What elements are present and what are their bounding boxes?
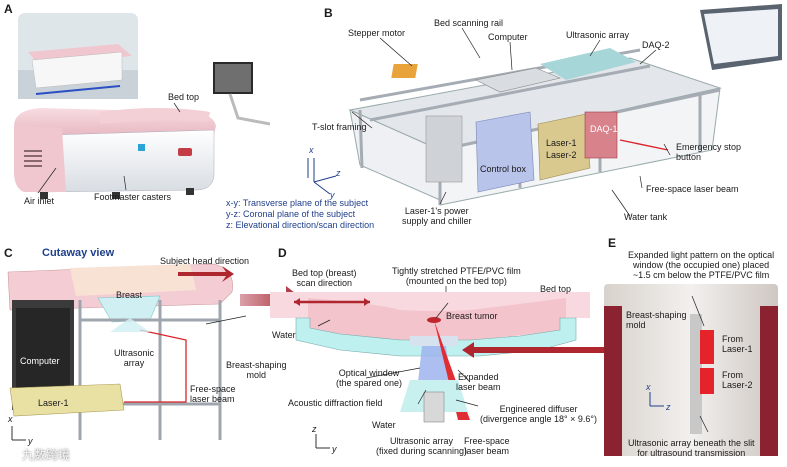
label-computer-b: Computer (488, 32, 528, 42)
plane-line-3: z: Elevational direction/scan direction (226, 220, 375, 230)
label-air-inlet: Air inlet (24, 196, 55, 206)
panel-c-axes (11, 426, 26, 441)
axis-y-d: y (332, 444, 337, 454)
label-optical-window: Optical window (the spared one) (336, 368, 403, 388)
label-light-pattern: Expanded light pattern on the optical wi… (628, 250, 775, 280)
axis-x-e: x (646, 382, 651, 392)
label-engineered-diffuser: Engineered diffuser (divergence angle 18… (480, 404, 598, 424)
leader-lines (37, 27, 709, 433)
watermark-text: 九数跨境 (22, 448, 71, 462)
label-acoustic-field: Acoustic diffraction field (288, 398, 383, 408)
panel-label-e: E (608, 236, 617, 250)
label-breast-shaping-mold-c: Breast-shaping mold (226, 360, 287, 380)
panel-d-axes (315, 434, 330, 449)
panel-a-monitor (213, 62, 271, 126)
label-head-direction: Subject head direction (160, 256, 250, 266)
plane-line-2: y-z: Coronal plane of the subject (226, 209, 356, 219)
label-breast-shaping-mold-e: Breast-shaping mold (626, 310, 687, 330)
label-footmaster-casters: Footmaster casters (94, 192, 172, 202)
label-expanded-beam: Expanded laser beam (456, 372, 501, 392)
panel-label-a: A (4, 2, 13, 16)
label-laser-2-b: Laser-2 (546, 150, 577, 160)
arrow-e-to-d-head (462, 342, 474, 358)
panel-b-frame (348, 4, 782, 206)
label-ptfe-film: Tightly stretched PTFE/PVC film (mounted… (392, 266, 521, 286)
label-from-laser-1: From Laser-1 (722, 334, 753, 354)
label-from-laser-2: From Laser-2 (722, 370, 753, 390)
axis-y-a: y (330, 190, 335, 200)
panel-a-axes (313, 158, 337, 195)
axis-z-a: z (336, 168, 341, 178)
label-daq-2: DAQ-2 (642, 40, 670, 50)
label-laser-1-b: Laser-1 (546, 138, 577, 148)
label-bed-top-a: Bed top (168, 92, 200, 102)
panel-e-photo (604, 284, 778, 456)
label-ultrasonic-slit: Ultrasonic array beneath the slit for ul… (628, 438, 755, 458)
panel-d-drawing (270, 292, 590, 423)
label-cutaway-view: Cutaway view (42, 247, 115, 259)
label-ultrasonic-array-b: Ultrasonic array (566, 30, 630, 40)
label-breast-tumor: Breast tumor (446, 311, 498, 321)
label-laser-1-c: Laser-1 (38, 398, 69, 408)
panel-e-axes (649, 392, 664, 407)
label-stepper-motor: Stepper motor (348, 28, 406, 38)
panel-label-d: D (278, 246, 287, 260)
axis-z-e: z (666, 402, 671, 412)
axis-x-a: x (309, 145, 314, 155)
label-breast-c: Breast (116, 290, 143, 300)
label-computer-c: Computer (20, 356, 60, 366)
label-free-space-c: Free-space laser beam (190, 384, 236, 404)
label-water-d: Water (272, 330, 296, 340)
label-ultrasonic-array-c: Ultrasonic array (114, 348, 155, 368)
label-power-supply: Laser-1's power supply and chiller (402, 206, 472, 226)
label-scan-direction: Bed top (breast) scan direction (292, 268, 357, 288)
label-water-d2: Water (372, 420, 396, 430)
label-water-tank: Water tank (624, 212, 668, 222)
label-t-slot-framing: T-slot framing (312, 122, 367, 132)
label-free-space-d: Free-space laser beam (464, 436, 510, 456)
label-bed-top-d: Bed top (540, 284, 572, 294)
label-bed-scanning-rail: Bed scanning rail (434, 18, 504, 28)
panel-a-inset-photo (18, 13, 138, 99)
axis-z-d: z (312, 424, 317, 434)
panel-label-b: B (324, 6, 333, 20)
label-free-space-b: Free-space laser beam (646, 184, 739, 194)
panel-label-c: C (4, 246, 13, 260)
label-emergency-stop: Emergency stop button (676, 142, 742, 162)
label-daq-1: DAQ-1 (590, 124, 618, 134)
panel-a-bed (14, 108, 216, 199)
label-ultrasonic-array-d: Ultrasonic array (fixed during scanning) (376, 436, 468, 456)
label-control-box: Control box (480, 164, 527, 174)
plane-line-1: x-y: Transverse plane of the subject (226, 198, 369, 208)
axis-x-c: x (8, 414, 13, 424)
axis-y-c: y (28, 436, 33, 446)
panel-c-drawing (7, 263, 234, 440)
